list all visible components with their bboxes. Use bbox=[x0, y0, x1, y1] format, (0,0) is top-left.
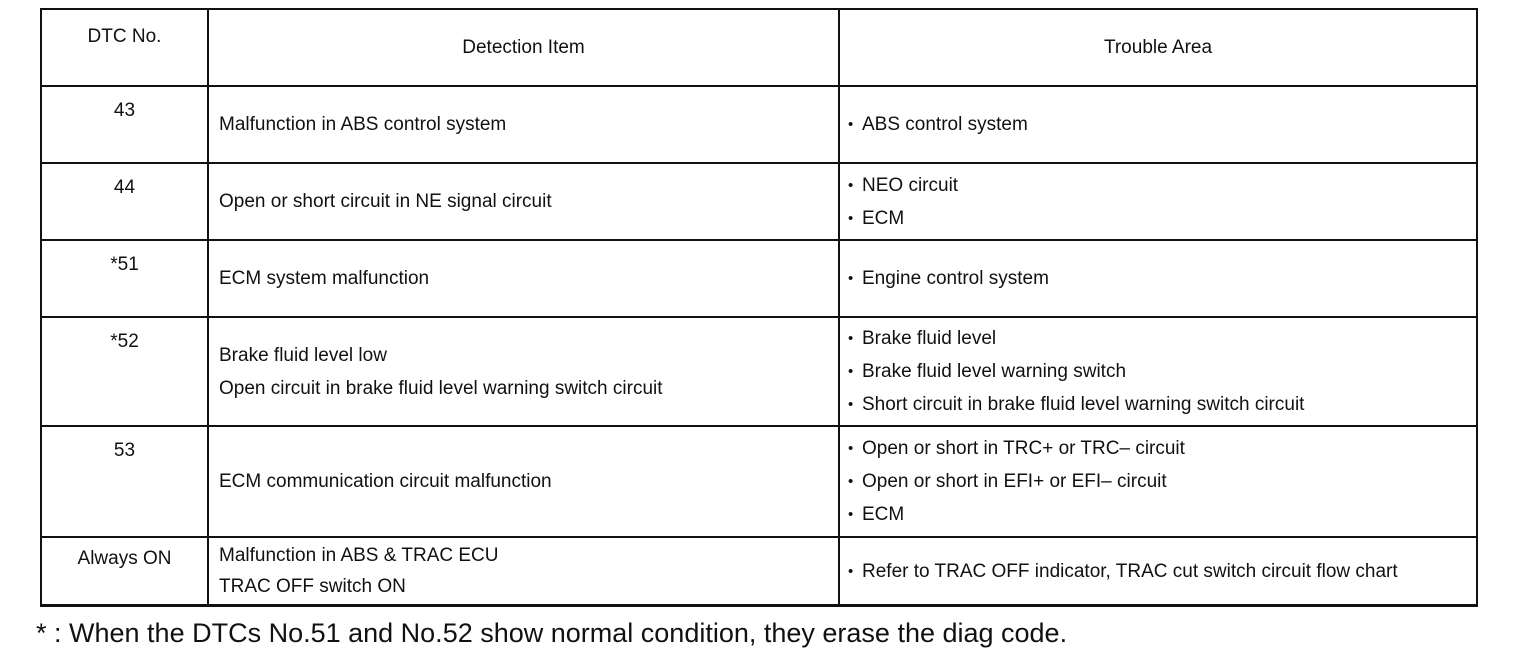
trouble-bullet: ECM bbox=[848, 202, 1476, 235]
detection-line: Malfunction in ABS & TRAC ECU bbox=[219, 545, 499, 566]
header-detection-label: Detection Item bbox=[462, 37, 585, 58]
detection-item: ECM system malfunction bbox=[209, 241, 840, 316]
detection-line: TRAC OFF switch ON bbox=[219, 576, 406, 597]
trouble-area: ABS control system bbox=[840, 87, 1476, 162]
table-row: *51 ECM system malfunction Engine contro… bbox=[42, 241, 1476, 318]
table-header-row: DTC No. Detection Item Trouble Area bbox=[42, 10, 1476, 87]
trouble-area: NEO circuit ECM bbox=[840, 164, 1476, 239]
dtc-number: Always ON bbox=[42, 538, 209, 604]
table-row: 53 ECM communication circuit malfunction… bbox=[42, 427, 1476, 538]
dtc-number: 53 bbox=[42, 427, 209, 536]
header-trouble-label: Trouble Area bbox=[1103, 37, 1213, 58]
trouble-bullet: Open or short in EFI+ or EFI– circuit bbox=[848, 465, 1476, 498]
dtc-number: 43 bbox=[42, 87, 209, 162]
trouble-bullet: ABS control system bbox=[848, 108, 1476, 141]
trouble-bullet: Short circuit in brake fluid level warni… bbox=[848, 388, 1476, 421]
detection-item: Brake fluid level low Open circuit in br… bbox=[209, 318, 840, 425]
detection-item: Malfunction in ABS & TRAC ECU TRAC OFF s… bbox=[209, 538, 840, 604]
detection-line: ECM communication circuit malfunction bbox=[219, 471, 552, 492]
header-detection-item: Detection Item bbox=[209, 10, 840, 85]
detection-line: Brake fluid level low bbox=[219, 344, 387, 366]
header-trouble-area: Trouble Area bbox=[840, 10, 1476, 85]
footnote: * : When the DTCs No.51 and No.52 show n… bbox=[36, 618, 1068, 648]
dtc-number: 44 bbox=[42, 164, 209, 239]
detection-line: Malfunction in ABS control system bbox=[219, 114, 507, 135]
trouble-bullet: Refer to TRAC OFF indicator, TRAC cut sw… bbox=[848, 556, 1446, 587]
table-row: 43 Malfunction in ABS control system ABS… bbox=[42, 87, 1476, 164]
trouble-area: Open or short in TRC+ or TRC– circuit Op… bbox=[840, 427, 1476, 536]
detection-item: ECM communication circuit malfunction bbox=[209, 427, 840, 536]
detection-item: Malfunction in ABS control system bbox=[209, 87, 840, 162]
dtc-number: *51 bbox=[42, 241, 209, 316]
detection-line: Open circuit in brake fluid level warnin… bbox=[219, 377, 663, 399]
trouble-bullet: ECM bbox=[848, 498, 1476, 531]
detection-line: ECM system malfunction bbox=[219, 268, 430, 289]
detection-line: Open or short circuit in NE signal circu… bbox=[219, 191, 552, 212]
trouble-bullet: Brake fluid level warning switch bbox=[848, 355, 1476, 388]
table-row: *52 Brake fluid level low Open circuit i… bbox=[42, 318, 1476, 427]
trouble-bullet: Engine control system bbox=[848, 262, 1476, 295]
dtc-table: DTC No. Detection Item Trouble Area 43 M… bbox=[40, 8, 1478, 607]
table-row: Always ON Malfunction in ABS & TRAC ECU … bbox=[42, 538, 1476, 607]
trouble-area: Refer to TRAC OFF indicator, TRAC cut sw… bbox=[840, 538, 1476, 604]
trouble-area: Brake fluid level Brake fluid level warn… bbox=[840, 318, 1476, 425]
trouble-bullet: NEO circuit bbox=[848, 169, 1476, 202]
header-dtc-no: DTC No. bbox=[42, 10, 209, 85]
trouble-area: Engine control system bbox=[840, 241, 1476, 316]
detection-item: Open or short circuit in NE signal circu… bbox=[209, 164, 840, 239]
table-row: 44 Open or short circuit in NE signal ci… bbox=[42, 164, 1476, 241]
trouble-bullet: Brake fluid level bbox=[848, 322, 1476, 355]
dtc-number: *52 bbox=[42, 318, 209, 425]
trouble-bullet: Open or short in TRC+ or TRC– circuit bbox=[848, 432, 1476, 465]
